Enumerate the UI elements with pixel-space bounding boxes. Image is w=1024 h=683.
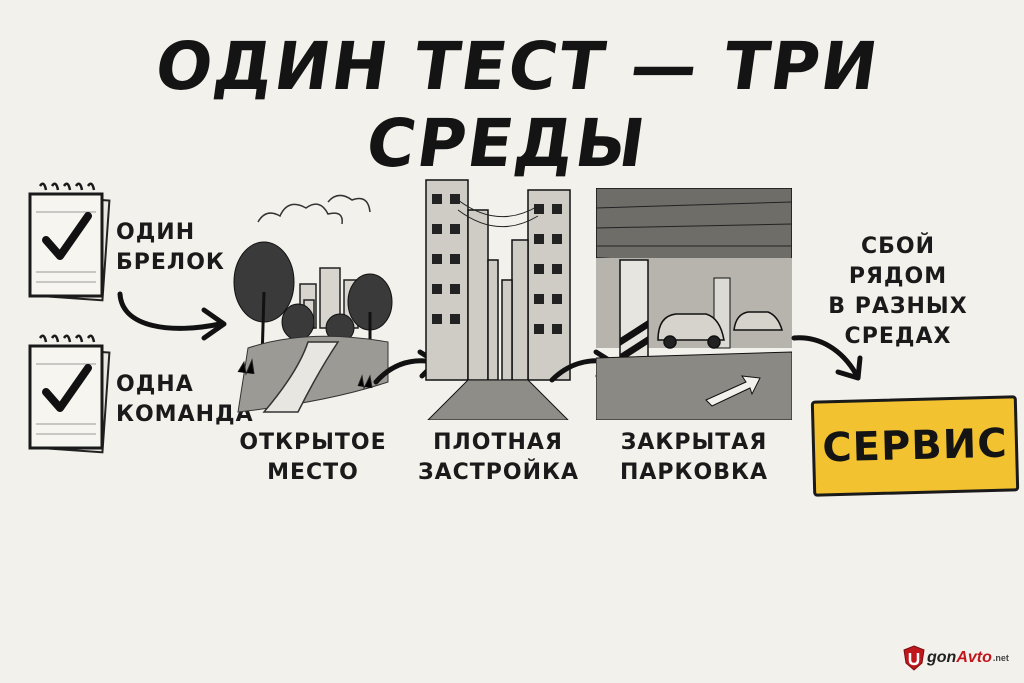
service-badge: СЕРВИС	[810, 395, 1020, 497]
env-label-parking: ЗАКРЫТАЯ ПАРКОВКА	[619, 430, 769, 485]
shield-icon	[903, 645, 925, 671]
page-title: ОДИН ТЕСТ — ТРИ СРЕДЫ	[150, 28, 885, 182]
env-label-open: ОТКРЫТОЕ МЕСТО	[239, 430, 387, 485]
condition-label-fob: ОДИН БРЕЛОК	[116, 220, 225, 275]
arrow-right-icon	[117, 291, 227, 341]
condition-label-command: ОДНА КОМАНДА	[116, 372, 254, 427]
logo-text-ugon: gon	[927, 649, 957, 666]
open-place-sketch	[233, 194, 393, 413]
notepad-check-icon	[28, 334, 111, 454]
logo-text-avto: Avto	[956, 649, 992, 666]
result-note: СБОЙ РЯДОМ В РАЗНЫХ СРЕДАХ	[828, 234, 968, 349]
indoor-parking-sketch	[596, 188, 792, 420]
dense-buildings-sketch	[425, 179, 571, 420]
arrow-right-icon	[791, 335, 863, 381]
logo-text-net: .net	[992, 653, 1009, 663]
notepad-check-icon	[28, 182, 111, 302]
env-label-dense: ПЛОТНАЯ ЗАСТРОЙКА	[418, 430, 580, 485]
